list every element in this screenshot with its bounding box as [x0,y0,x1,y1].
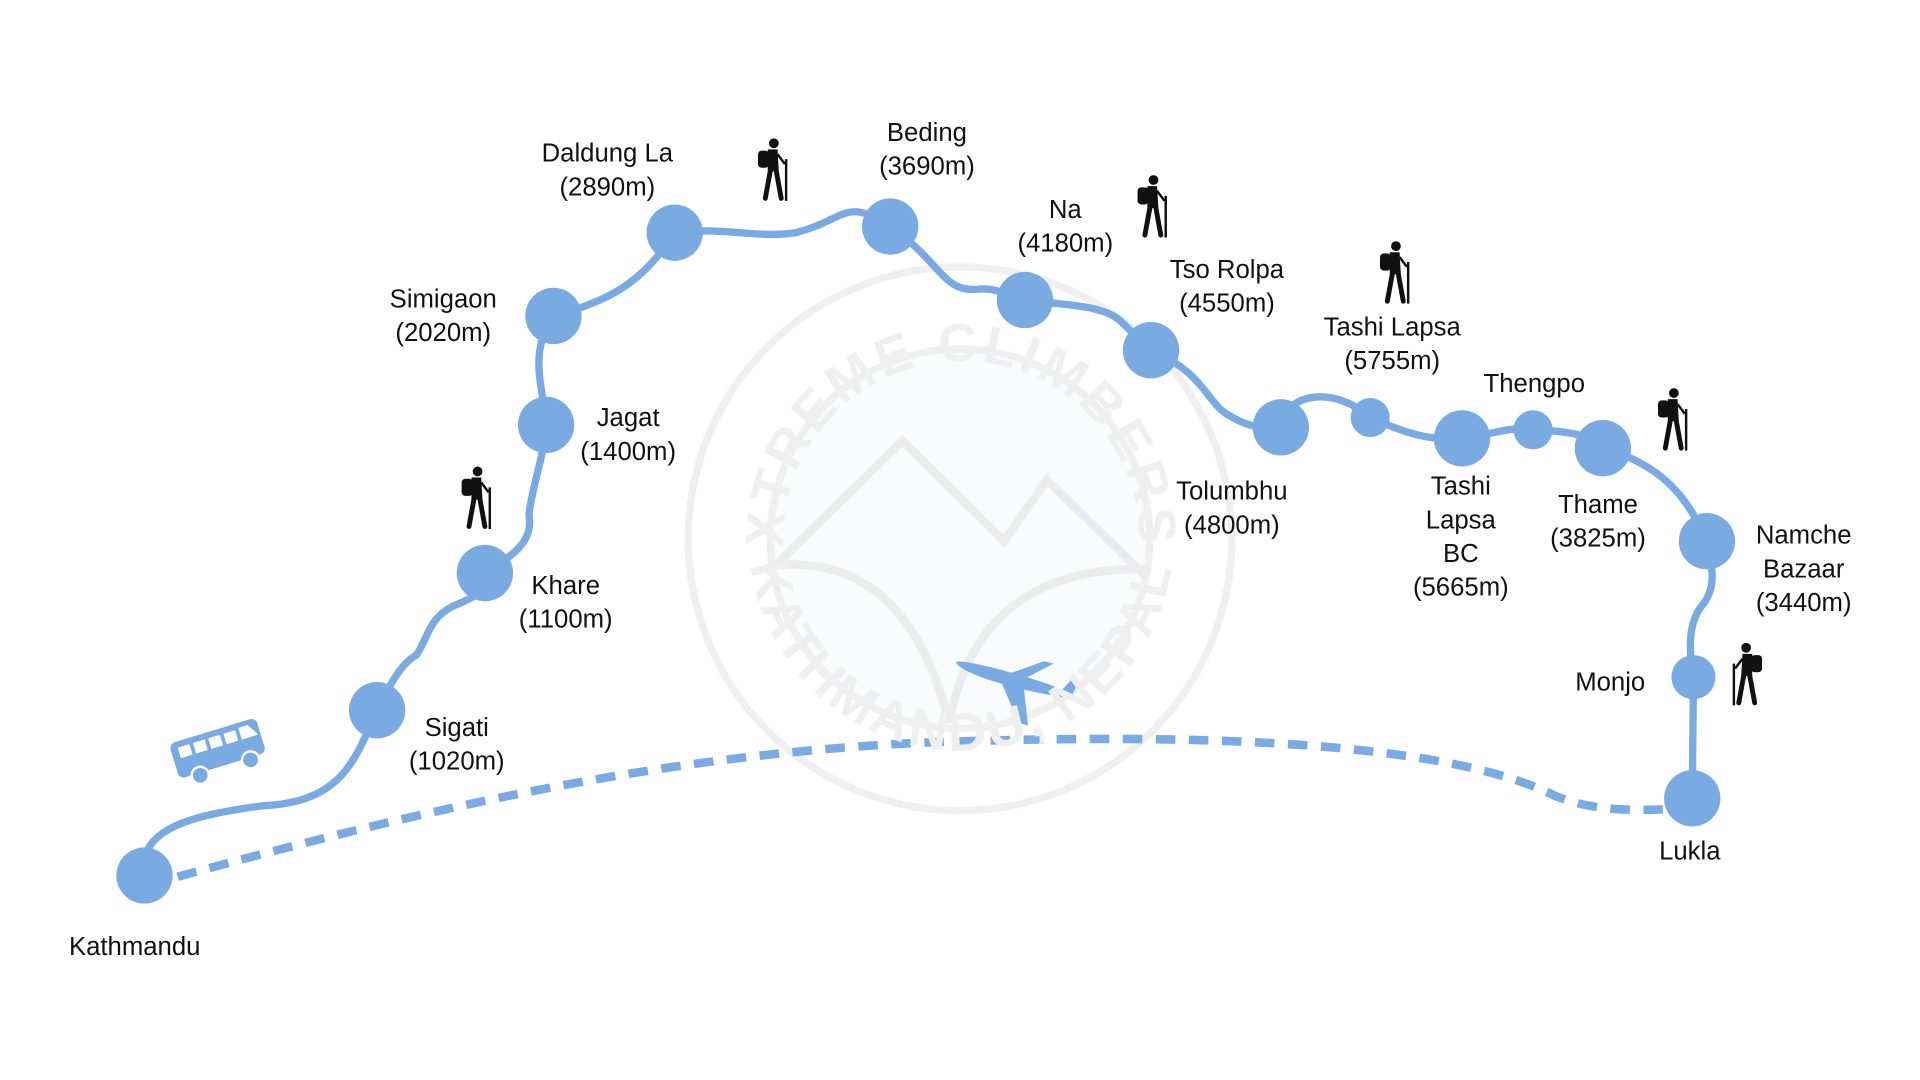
stop-label: Na (4180m) [1017,196,1113,258]
route-stop-marker [1671,655,1716,700]
stop-name: Thengpo [1484,370,1585,398]
route-stop-marker [646,204,703,261]
route-stop-marker [116,847,173,904]
route-stop-marker [1678,513,1736,570]
stop-label: Thengpo [1484,370,1585,398]
flight-route-dashed [176,734,1664,881]
stop-altitude: (3440m) [1756,589,1852,617]
stop-label: Lukla [1659,838,1721,866]
stop-label: Tso Rolpa (4550m) [1170,256,1285,318]
stop-name: Namche [1756,522,1852,550]
stop-name: Simigaon [390,285,497,313]
hiker-icon [461,466,492,529]
stop-name: Tolumbhu [1176,478,1287,506]
hiker-icon [1657,388,1688,451]
stop-name: Tashi [1431,473,1491,501]
hiker-icon [1732,642,1763,706]
stop-altitude: (1100m) [519,606,613,634]
hiker-icon [1380,241,1410,304]
route-stop-marker [996,271,1054,329]
route-stop-marker [862,198,919,255]
bus-icon [170,718,265,786]
stop-name: Tashi Lapsa [1324,314,1462,342]
route-stop-marker [525,287,582,345]
stop-altitude: (1020m) [409,748,505,776]
stop-label: Sigati (1020m) [409,714,505,776]
route-stop-marker [1433,410,1491,467]
stop-name: Kathmandu [69,933,200,961]
stop-altitude: (3825m) [1550,525,1646,553]
stop-altitude: (4550m) [1179,290,1275,318]
stop-name: Tso Rolpa [1170,256,1285,284]
stop-label: Thame (3825m) [1550,491,1646,553]
hiker-icon [757,138,788,201]
route-stop-marker [1252,399,1309,456]
route-stop-marker [1574,420,1632,477]
hiker-icon [1137,175,1167,238]
stop-name: BC [1443,540,1479,568]
stop-name: Khare [531,572,600,600]
stop-label: Daldung La (2890m) [542,140,674,202]
route-stop-marker [517,396,575,454]
stop-altitude: (5665m) [1413,574,1509,602]
stop-altitude: (3690m) [879,152,975,180]
stop-altitude: (5755m) [1344,347,1440,375]
stop-label: Jagat (1400m) [580,404,676,466]
route-stop-marker [456,544,514,602]
stop-name: Jagat [597,404,660,432]
stop-altitude: (4180m) [1017,230,1113,258]
route-stop-marker [348,682,406,739]
stop-name: Daldung La [542,140,674,168]
stop-label: Simigaon (2020m) [390,285,497,347]
stop-label: Tashi Lapsa (5755m) [1324,314,1462,376]
route-stop-marker [1664,770,1721,827]
stop-name: Monjo [1575,669,1645,697]
stop-label: Beding (3690m) [879,119,975,181]
route-stop-marker [1350,397,1390,438]
stop-altitude: (4800m) [1184,511,1280,539]
stop-altitude: (2890m) [559,173,655,201]
stop-name: Lukla [1659,838,1721,866]
stop-label: Tolumbhu (4800m) [1176,478,1287,540]
airplane-icon [955,661,1080,726]
stop-name: Sigati [425,714,489,742]
stop-label: Monjo [1575,669,1645,697]
route-stop-marker [1122,322,1180,379]
stop-altitude: (1400m) [580,438,676,466]
stop-label: Khare (1100m) [519,572,613,634]
stop-label: Kathmandu [69,933,200,961]
stop-name: Bazaar [1763,555,1845,583]
route-stop-marker [1513,410,1553,450]
stop-name: Beding [887,119,967,147]
stop-altitude: (2020m) [395,319,491,347]
stop-name: Thame [1558,491,1638,519]
stop-name: Lapsa [1426,506,1497,534]
stop-name: Na [1049,196,1083,224]
